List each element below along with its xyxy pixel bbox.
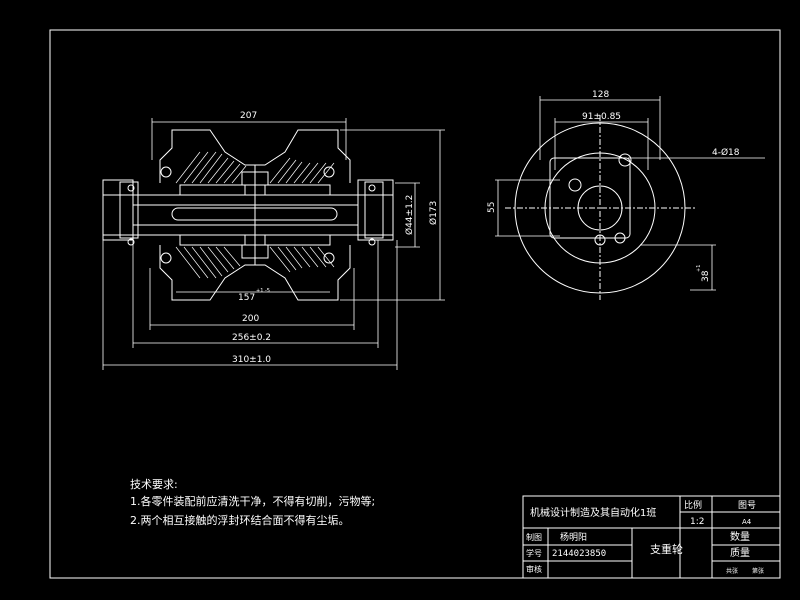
tb-school: 机械设计制造及其自动化1班 [530,506,656,519]
notes-line-2: 2.两个相互接触的浮封环结合面不得有尘垢。 [130,513,350,527]
tb-sheet-total: 共张 [726,567,738,575]
tb-quantity-label: 数量 [730,530,750,543]
notes-heading: 技术要求: [130,478,178,491]
drawing-border [49,29,781,579]
tb-check-label: 审核 [526,564,542,574]
tb-ratio-label: 比例 [684,499,702,511]
dim-157-tol: +1 -5 [256,288,270,294]
tb-drawn-label: 制图 [526,532,542,542]
dim-38-tol: +1 [696,265,702,272]
dim-38: 38 [701,270,711,282]
end-view [505,115,695,300]
tb-drawing-no-label: 图号 [738,500,756,511]
tb-drawing-no-value: A4 [742,518,752,526]
section-view [102,129,394,301]
dim-256: 256±0.2 [232,333,271,343]
title-block [522,495,781,579]
tb-drawn-value: 杨明阳 [560,531,587,543]
tb-student-id-label: 学号 [526,548,542,558]
notes-line-1: 1.各零件装配前应清洗干净，不得有切削，污物等; [130,494,375,508]
end-view-dimensions [495,96,765,291]
dim-200: 200 [242,314,259,324]
tb-sheet-num: 第张 [752,567,764,575]
dim-55: 55 [487,202,497,213]
dim-157: 157 [238,293,255,303]
dim-91: 91±0.85 [582,112,621,122]
dim-outer: Ø173 [428,201,439,225]
dim-holes: 4-Ø18 [712,147,740,158]
tb-part-name: 支重轮 [650,542,683,556]
dim-207: 207 [240,111,257,121]
dim-bore: Ø44±1.2 [404,195,415,235]
dim-128: 128 [592,90,609,100]
section-view-dimensions [102,118,445,370]
tb-student-id-value: 2144023850 [552,549,606,559]
tb-weight-label: 质量 [730,547,750,559]
tb-ratio-value: 1:2 [690,517,704,527]
dim-310: 310±1.0 [232,355,271,365]
